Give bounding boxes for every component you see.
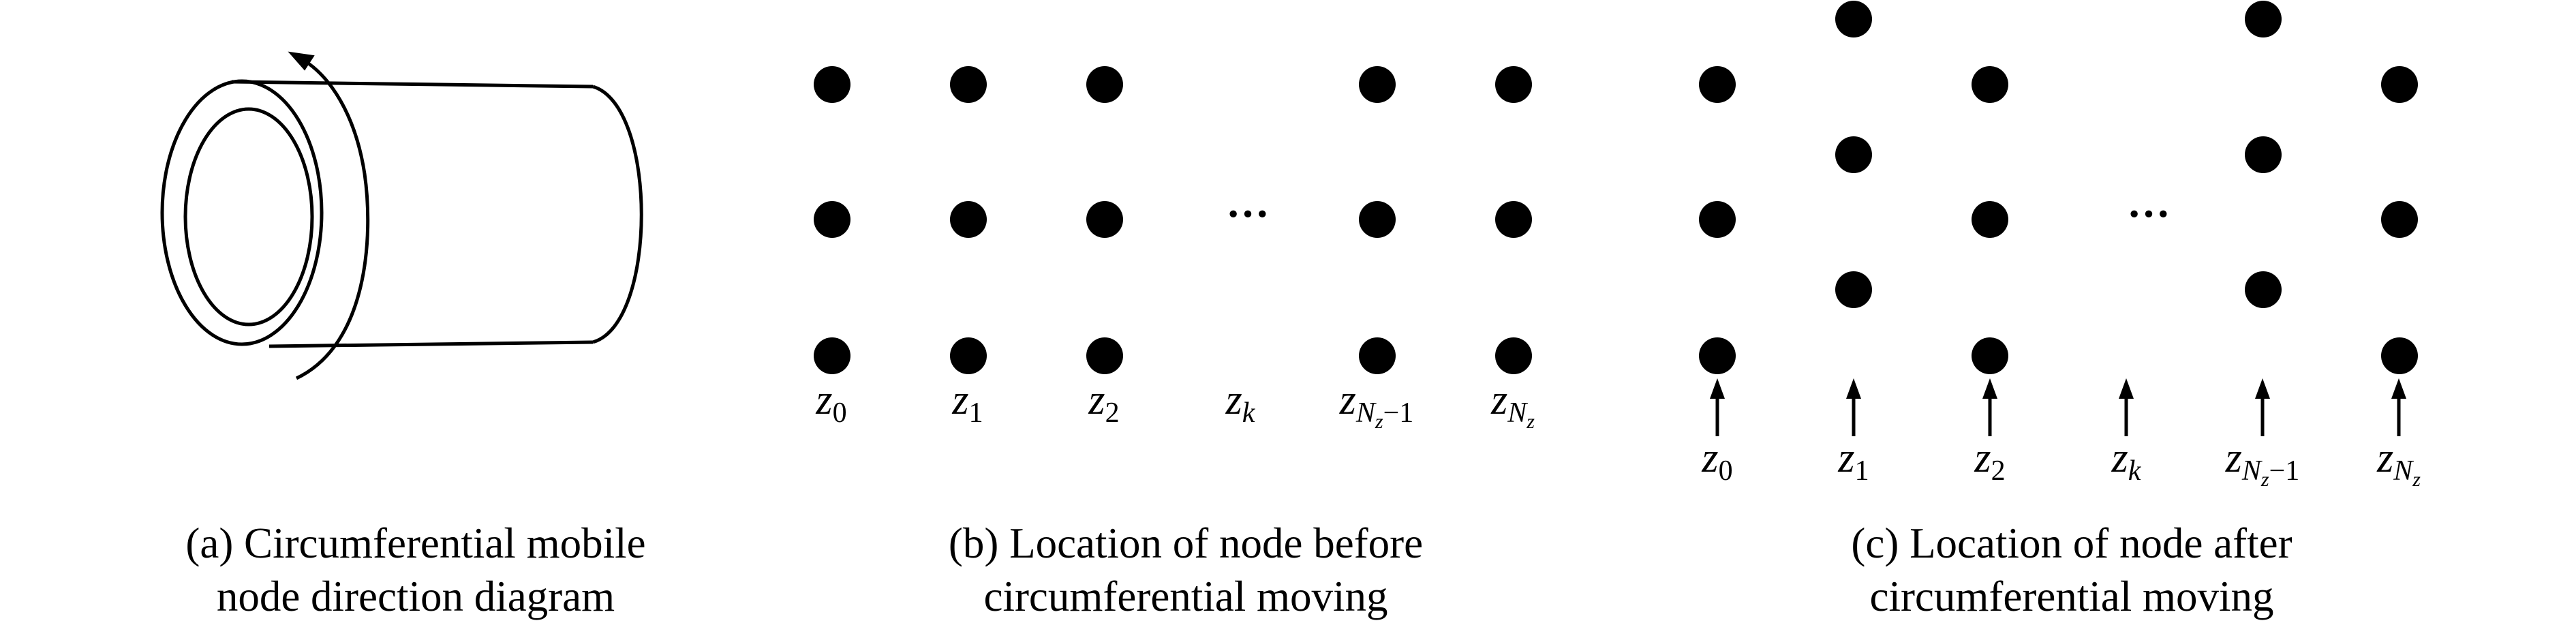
caption-b-line2: circumferential moving bbox=[983, 573, 1388, 620]
node-0-0 bbox=[814, 66, 850, 103]
node-grid-before bbox=[814, 66, 1532, 374]
node-1-0 bbox=[950, 66, 987, 103]
ellipsis-before: ··· bbox=[1226, 189, 1270, 238]
cylinder-bottom-edge bbox=[269, 340, 594, 348]
rotation-arrow-path bbox=[295, 56, 370, 380]
position-arrows bbox=[1710, 378, 2406, 436]
axial-labels-before: z0 z1 z2 zk zNz−1 zNz bbox=[815, 377, 1535, 433]
axial-label-2: z2 bbox=[1974, 435, 2005, 487]
axial-label-1: z1 bbox=[951, 377, 983, 429]
node-0-1 bbox=[814, 201, 850, 238]
nodes-after-moving: ··· z0 z1 z2 zk zNz−1 zNz bbox=[1699, 1, 2421, 491]
node-3-1 bbox=[1359, 201, 1396, 238]
ellipsis-after: ··· bbox=[2127, 189, 2171, 238]
position-arrowhead-3 bbox=[2119, 378, 2134, 399]
node-3-0 bbox=[2245, 1, 2282, 37]
caption-panel-c: (c) Location of node after circumferenti… bbox=[1745, 517, 2399, 623]
node-4-2 bbox=[1495, 337, 1532, 374]
node-2-0 bbox=[1086, 66, 1123, 103]
axial-label-5: zNz bbox=[1490, 377, 1535, 433]
position-arrowhead-1 bbox=[1846, 378, 1861, 399]
axial-label-0: z0 bbox=[1701, 435, 1732, 487]
caption-c-line1: (c) Location of node after bbox=[1851, 519, 2293, 567]
node-0-2 bbox=[814, 337, 850, 374]
axial-label-4: zNz−1 bbox=[1339, 377, 1414, 433]
node-1-2 bbox=[950, 337, 987, 374]
node-2-2 bbox=[1972, 337, 2008, 374]
rotation-arrowhead bbox=[288, 51, 315, 71]
node-4-0 bbox=[1495, 66, 1532, 103]
node-3-2 bbox=[1359, 337, 1396, 374]
caption-a-line1: (a) Circumferential mobile bbox=[185, 519, 646, 567]
node-2-0 bbox=[1972, 66, 2008, 103]
axial-label-3: zk bbox=[2111, 435, 2142, 487]
position-arrowhead-0 bbox=[1710, 378, 1725, 399]
caption-panel-a: (a) Circumferential mobile node directio… bbox=[116, 517, 716, 623]
node-2-1 bbox=[1972, 201, 2008, 238]
cylinder-diagram bbox=[160, 51, 643, 380]
caption-panel-b: (b) Location of node before circumferent… bbox=[865, 517, 1506, 623]
position-arrowhead-4 bbox=[2255, 378, 2270, 399]
node-0-2 bbox=[1699, 337, 1736, 374]
axial-label-0: z0 bbox=[815, 377, 846, 429]
caption-c-line2: circumferential moving bbox=[1869, 573, 2274, 620]
node-0-0 bbox=[1699, 66, 1736, 103]
caption-b-line1: (b) Location of node before bbox=[948, 519, 1424, 567]
node-3-0 bbox=[1359, 66, 1396, 103]
cylinder-top-edge bbox=[231, 80, 594, 89]
node-2-1 bbox=[1086, 201, 1123, 238]
node-1-2 bbox=[1835, 271, 1872, 308]
cylinder-inner-rim bbox=[183, 107, 314, 326]
cylinder-back-end bbox=[592, 85, 643, 344]
axial-label-1: z1 bbox=[1837, 435, 1869, 487]
node-4-1 bbox=[1495, 201, 1532, 238]
axial-label-4: zNz−1 bbox=[2225, 435, 2300, 491]
nodes-before-moving: ··· z0 z1 z2 zk zNz−1 zNz bbox=[814, 66, 1535, 433]
axial-label-5: zNz bbox=[2376, 435, 2421, 491]
node-3-2 bbox=[2245, 271, 2282, 308]
node-1-0 bbox=[1835, 1, 1872, 37]
node-2-2 bbox=[1086, 337, 1123, 374]
position-arrowhead-5 bbox=[2391, 378, 2406, 399]
axial-label-3: zk bbox=[1225, 377, 1256, 429]
axial-labels-after: z0 z1 z2 zk zNz−1 zNz bbox=[1701, 435, 2421, 491]
node-4-1 bbox=[2381, 201, 2418, 238]
node-4-2 bbox=[2381, 337, 2418, 374]
node-grid-after bbox=[1699, 1, 2418, 374]
node-3-1 bbox=[2245, 136, 2282, 173]
position-arrowhead-2 bbox=[1982, 378, 1997, 399]
axial-label-2: z2 bbox=[1088, 377, 1119, 429]
node-4-0 bbox=[2381, 66, 2418, 103]
node-0-1 bbox=[1699, 201, 1736, 238]
caption-a-line2: node direction diagram bbox=[216, 573, 615, 620]
node-1-1 bbox=[1835, 136, 1872, 173]
node-1-1 bbox=[950, 201, 987, 238]
